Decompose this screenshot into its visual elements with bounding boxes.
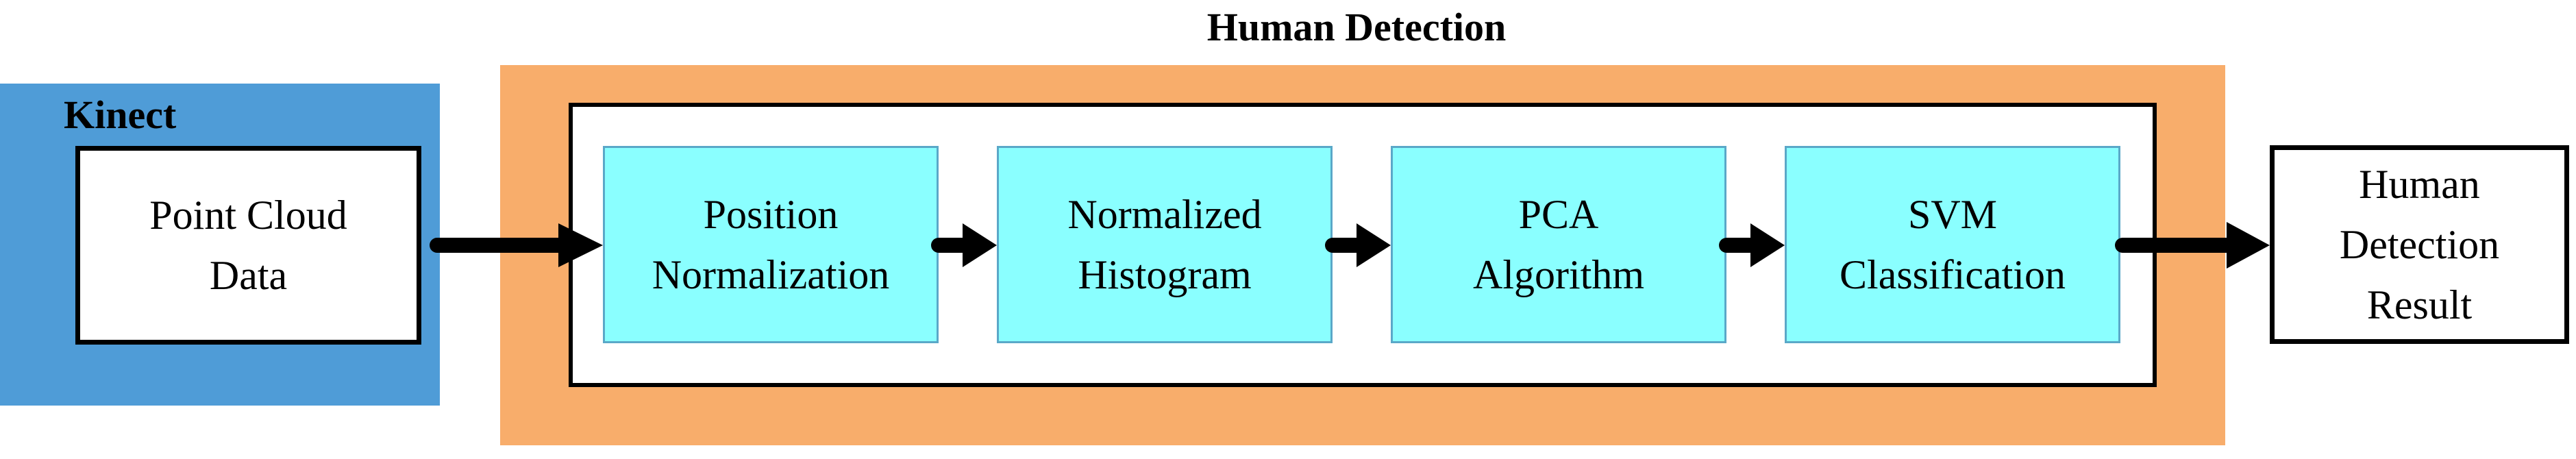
pca-algorithm-box: PCA Algorithm: [1391, 146, 1726, 343]
kinect-label: Kinect: [64, 92, 177, 137]
arrowhead-svm-to-result: [2227, 222, 2270, 269]
svm-classification-box: SVM Classification: [1785, 146, 2120, 343]
normalized-histogram-box: Normalized Histogram: [997, 146, 1333, 343]
diagram-title: Human Detection: [1206, 5, 1507, 49]
position-normalization-box: Position Normalization: [603, 146, 939, 343]
human-detection-result-box: Human Detection Result: [2270, 145, 2569, 344]
point-cloud-data-box: Point Cloud Data: [75, 146, 421, 345]
